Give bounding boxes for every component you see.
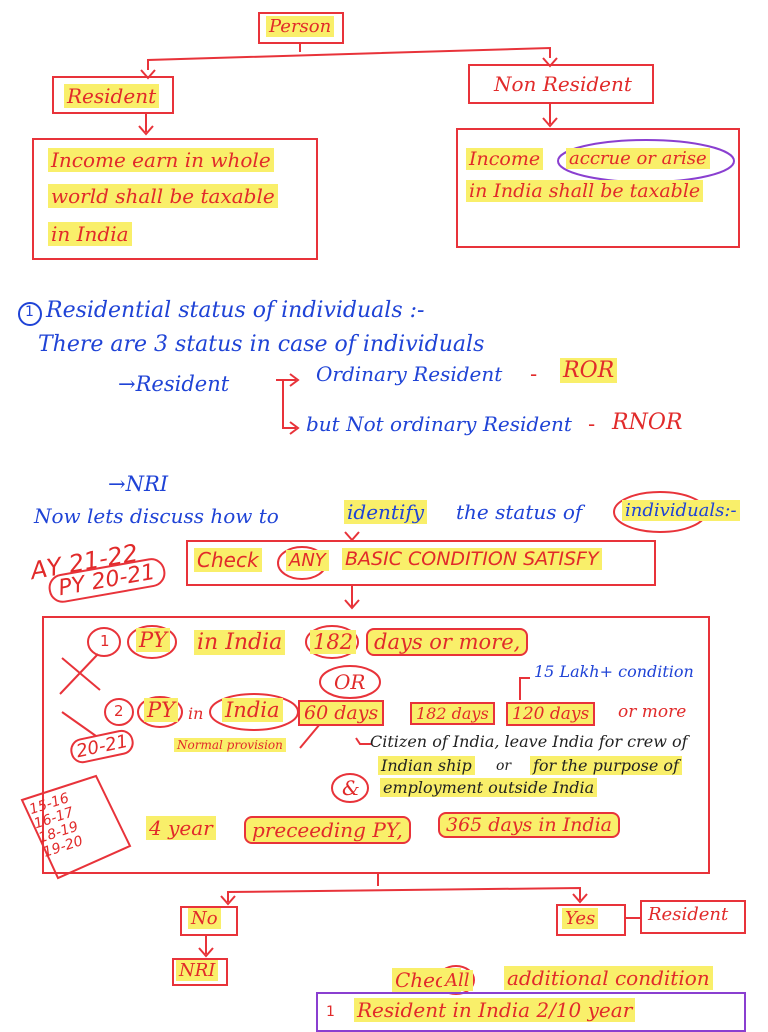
ordinary-resident: Ordinary Resident: [316, 362, 503, 386]
nri-result-label: NRI: [176, 960, 219, 981]
nri-box: [172, 958, 228, 986]
preceeding-py: preceeding PY,: [244, 816, 411, 844]
employment-line: employment outside India: [380, 778, 598, 797]
days-365: 365 days in India: [438, 812, 620, 838]
resident-result-box: [640, 900, 746, 934]
non-resident-rule-box: [456, 128, 740, 248]
or-label: OR: [334, 670, 366, 694]
person-box: [258, 12, 344, 44]
condition-2-more: or more: [618, 702, 687, 722]
check-any-part-1: Check: [194, 548, 262, 572]
condition-1-rest: days or more,: [366, 628, 529, 656]
non-resident-rule-line-1a: Income: [466, 148, 544, 170]
resident-result-label: Resident: [648, 904, 729, 925]
ampersand: &: [342, 776, 360, 800]
resident-label: Resident: [64, 84, 160, 108]
additional-condition-number: 1: [326, 1004, 335, 1020]
person-label: Person: [266, 16, 335, 37]
yes-label: Yes: [562, 908, 599, 929]
ship-part-2: or: [496, 758, 512, 774]
nri-item: →NRI: [108, 472, 169, 496]
condition-2-60-days: 60 days: [298, 700, 385, 726]
ship-part-3: for the purpose of: [530, 756, 682, 775]
condition-2-120-days: 120 days: [506, 702, 596, 726]
lakh-condition: 15 Lakh+ condition: [534, 662, 694, 681]
condition-1-text: in India: [194, 630, 286, 655]
basic-condition-box: [42, 616, 710, 874]
discuss-part-2: identify: [344, 500, 428, 524]
citizen-line: Citizen of India, leave India for crew o…: [370, 732, 688, 751]
normal-provision: Normal provision: [174, 738, 286, 752]
non-resident-rule-line-2: in India shall be taxable: [466, 180, 704, 202]
resident-rule-line-3: in India: [48, 222, 132, 246]
check-any-box: [186, 540, 656, 586]
section-line-2: There are 3 status in case of individual…: [38, 332, 485, 357]
condition-1-py: PY: [136, 628, 170, 652]
check-all-part-3: additional condition: [504, 966, 713, 990]
resident-rule-line-2: world shall be taxable: [48, 184, 278, 208]
ship-part-1: Indian ship: [378, 756, 475, 775]
resident-rule-box: [32, 138, 318, 260]
condition-2-in: in: [188, 704, 204, 723]
check-any-part-3: BASIC CONDITION SATISFY: [342, 548, 602, 570]
discuss-part-4: individuals:-: [622, 500, 740, 521]
yes-box: [556, 904, 626, 936]
non-resident-label: Non Resident: [494, 72, 632, 96]
rnor-label: RNOR: [612, 410, 683, 435]
discuss-part-1: Now lets discuss how to: [34, 504, 279, 528]
section-heading: Residential status of individuals :-: [46, 298, 425, 323]
not-ordinary-resident: but Not ordinary Resident: [306, 412, 572, 436]
no-label: No: [188, 908, 221, 929]
resident-box: [52, 76, 174, 114]
condition-2-india: India: [222, 698, 283, 722]
non-resident-rule-line-1b: accrue or arise: [566, 148, 710, 169]
condition-2-number: 2: [114, 702, 124, 720]
resident-rule-line-1: Income earn in whole: [48, 148, 274, 172]
check-any-part-2: ANY: [286, 550, 329, 571]
four-year: 4 year: [146, 816, 216, 840]
condition-2-182-days: 182 days: [410, 702, 495, 725]
discuss-part-3: the status of: [456, 500, 583, 524]
additional-condition-text: Resident in India 2/10 year: [354, 998, 636, 1022]
dash-1: -: [530, 362, 538, 386]
dash-2: -: [588, 412, 596, 436]
condition-1-days: 182: [310, 630, 357, 654]
no-box: [180, 906, 238, 936]
condition-2-py: PY: [144, 698, 178, 722]
ror-label: ROR: [560, 358, 618, 383]
resident-item: →Resident: [118, 372, 230, 396]
condition-1-number: 1: [100, 632, 110, 650]
non-resident-box: [468, 64, 654, 104]
check-all-part-2: All: [442, 970, 473, 991]
section-number: 1: [25, 304, 34, 320]
